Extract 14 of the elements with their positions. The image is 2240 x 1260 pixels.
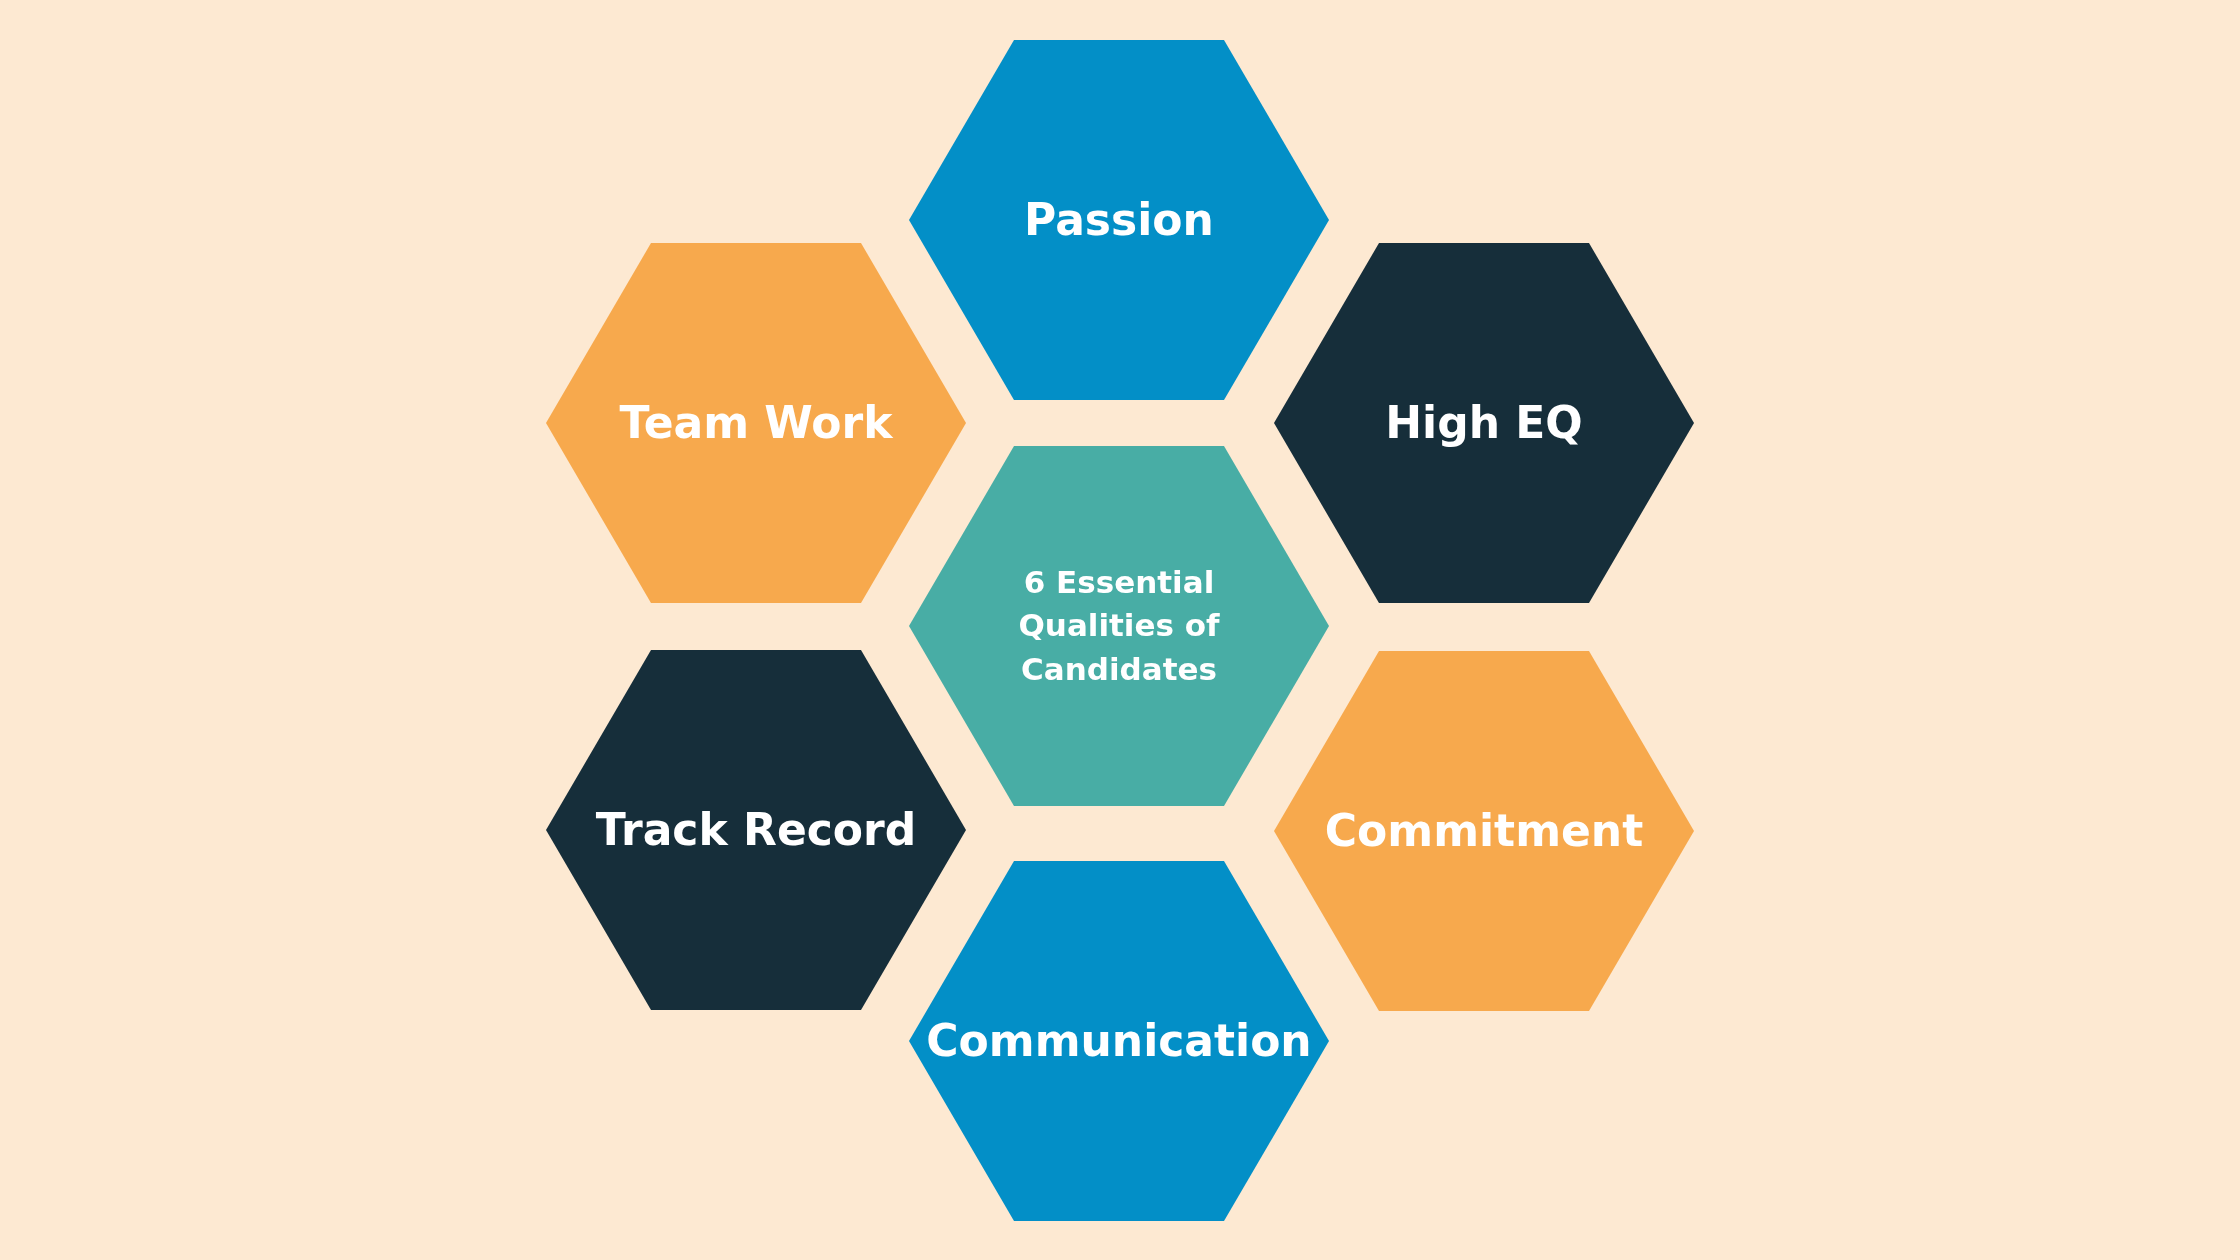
hexagon-shape: [546, 243, 966, 603]
hexagon-label: Track Record: [595, 803, 917, 858]
hexagon-shape: [1274, 243, 1694, 603]
hexagon-shape: [909, 446, 1329, 806]
hexagon-label: 6 Essential Qualities of Candidates: [1017, 562, 1221, 689]
hexagon-label: Communication: [926, 1014, 1312, 1069]
hexagon-label: Team Work: [619, 396, 893, 451]
hexagon-shape: [1274, 651, 1694, 1011]
hexagon-shape: [909, 40, 1329, 400]
hexagon-shape: [546, 650, 966, 1010]
hexagon-shape: [909, 861, 1329, 1221]
hexagon-label: High EQ: [1385, 396, 1583, 451]
hexagon-label: Commitment: [1324, 804, 1644, 859]
hexagon-label: Passion: [1024, 193, 1214, 248]
